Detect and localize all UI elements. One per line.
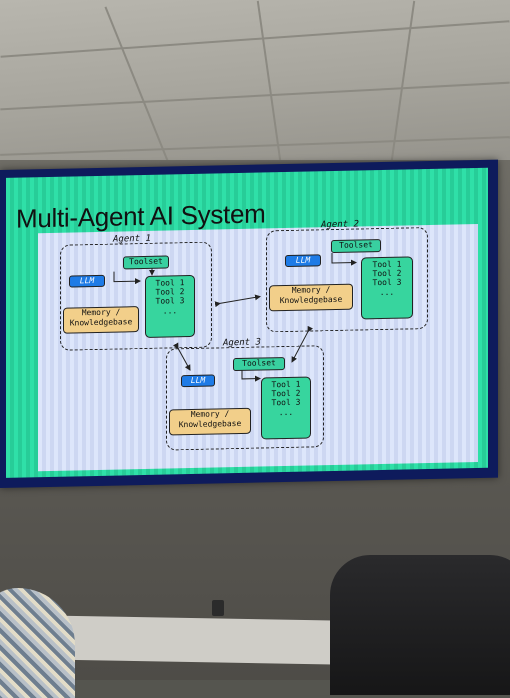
agent-2-box: Agent 2 Toolset LLM Memory / Knowledgeba… — [266, 219, 428, 333]
arrow-agent2-agent3 — [291, 325, 313, 363]
agent-1-tools: Tool 1 Tool 2 Tool 3 ... — [145, 274, 195, 338]
diagram-panel: Agent 1 Toolset LLM Memory / Knowledgeba… — [38, 219, 478, 472]
agent-2-tools: Tool 1 Tool 2 Tool 3 ... — [361, 256, 413, 320]
agent-2-memory: Memory / Knowledgebase — [269, 283, 353, 312]
agent-3-memory-line2: Knowledgebase — [178, 418, 242, 429]
agent-1-llm: LLM — [69, 274, 105, 288]
wall-outlet — [212, 600, 224, 616]
agent-2-toolset: Toolset — [331, 239, 381, 254]
agent-3-box: Agent 3 Toolset LLM Memory / Knowledgeba… — [166, 338, 324, 451]
agent-3-tool-more: ... — [278, 407, 294, 417]
agent-1-toolset: Toolset — [123, 255, 169, 270]
arrow-agent1-agent2 — [214, 294, 261, 308]
agent-1-memory-line2: Knowledgebase — [69, 316, 133, 328]
agent-3-tools: Tool 1 Tool 2 Tool 3 ... — [261, 376, 311, 440]
slide: Multi-Agent AI System Agent 1 Too — [6, 167, 488, 478]
ceiling-tile-line — [0, 136, 510, 156]
agent-1-label: Agent 1 — [113, 233, 151, 245]
agent-1-memory: Memory / Knowledgebase — [63, 306, 139, 334]
ceiling-tile-line — [0, 20, 510, 58]
agent-3-toolset: Toolset — [233, 357, 285, 372]
agent-3-label: Agent 3 — [223, 337, 261, 349]
ceiling-tile-line — [0, 81, 510, 111]
agent-2-tool-more: ... — [379, 287, 395, 297]
agent-1-box: Agent 1 Toolset LLM Memory / Knowledgeba… — [60, 234, 212, 351]
arrow-agent1-agent3 — [172, 342, 191, 371]
ceiling-tile-line — [104, 6, 178, 184]
projector-screen: Multi-Agent AI System Agent 1 Too — [0, 159, 498, 488]
desk — [40, 615, 340, 665]
agent-2-memory-line2: Knowledgebase — [279, 294, 343, 305]
agent-2-label: Agent 2 — [321, 219, 359, 231]
ceiling — [0, 0, 510, 190]
agent-2-llm: LLM — [285, 254, 321, 268]
agent-1-tool-more: ... — [162, 305, 178, 316]
chair-back — [330, 555, 510, 695]
agent-3-llm: LLM — [181, 374, 215, 388]
agent-3-memory: Memory / Knowledgebase — [169, 407, 251, 436]
